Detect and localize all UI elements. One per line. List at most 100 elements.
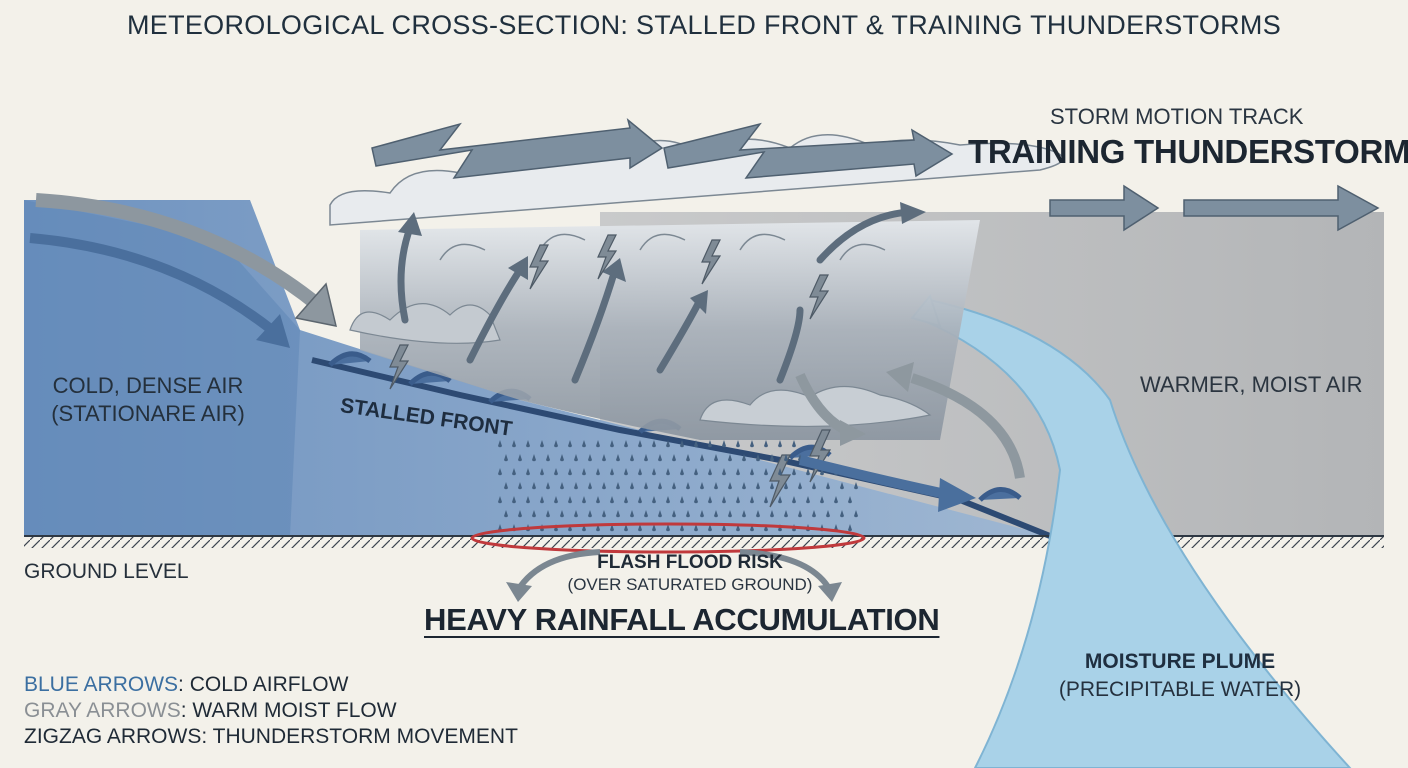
rain-drop — [680, 524, 684, 532]
rain-drop — [616, 454, 620, 462]
rain-drop — [568, 440, 572, 448]
rain-drop — [792, 468, 796, 476]
rain-drop — [568, 524, 572, 532]
rain-drop — [498, 468, 502, 476]
rain-drop — [602, 482, 606, 490]
training-thunderstorms-label: TRAINING THUNDERSTORMS — [968, 133, 1408, 170]
rain-drop — [602, 510, 606, 518]
rain-drop — [588, 510, 592, 518]
rain-drop — [532, 510, 536, 518]
rain-drop — [736, 496, 740, 504]
flash-flood-sublabel: (OVER SATURATED GROUND) — [567, 575, 813, 594]
rain-drop — [784, 510, 788, 518]
rain-drop — [694, 440, 698, 448]
rain-drop — [764, 496, 768, 504]
rain-drop — [784, 482, 788, 490]
rain-drop — [714, 454, 718, 462]
rain-drop — [652, 468, 656, 476]
rain-drop — [624, 496, 628, 504]
rain-drop — [736, 468, 740, 476]
rain-drop — [574, 454, 578, 462]
rain-drop — [666, 440, 670, 448]
rain-drop — [672, 482, 676, 490]
cold-air-line2: (STATIONARE AIR) — [51, 401, 245, 426]
rain-drop — [596, 468, 600, 476]
moisture-plume-label: MOISTURE PLUME — [1084, 650, 1276, 673]
rain-drop — [854, 510, 858, 518]
rain-drop — [616, 482, 620, 490]
rain-drop — [652, 440, 656, 448]
rain-drop — [666, 496, 670, 504]
rain-drop — [792, 496, 796, 504]
rain-drop — [658, 510, 662, 518]
rain-drop — [540, 440, 544, 448]
rain-drop — [778, 440, 782, 448]
rain-drop — [658, 454, 662, 462]
rain-drop — [834, 496, 838, 504]
legend-item-blue: BLUE ARROWS: COLD AIRFLOW — [24, 673, 348, 697]
rain-drop — [778, 468, 782, 476]
rain-drop — [798, 482, 802, 490]
rain-drop — [784, 454, 788, 462]
rain-drop — [602, 454, 606, 462]
legend-desc: : WARM MOIST FLOW — [180, 699, 397, 722]
rain-drop — [736, 440, 740, 448]
rain-drop — [498, 440, 502, 448]
rain-drop — [610, 524, 614, 532]
rain-drop — [686, 454, 690, 462]
zigzag-motion-arrows — [371, 117, 1380, 232]
rain-drop — [750, 468, 754, 476]
rain-drop — [848, 524, 852, 532]
rain-drop — [546, 510, 550, 518]
rain-drop — [680, 496, 684, 504]
rain-drop — [644, 482, 648, 490]
rain-drop — [512, 496, 516, 504]
rain-drop — [750, 496, 754, 504]
rain-drop — [672, 510, 676, 518]
rain-drop — [826, 482, 830, 490]
legend-desc: : THUNDERSTORM MOVEMENT — [201, 725, 518, 748]
rain-drop — [714, 510, 718, 518]
rain-drop — [532, 454, 536, 462]
rain-drop — [756, 510, 760, 518]
rain-drop — [568, 468, 572, 476]
rain-drop — [700, 482, 704, 490]
rain-drop — [770, 454, 774, 462]
cold-air-line1: COLD, DENSE AIR — [52, 373, 244, 398]
rain-drop — [680, 440, 684, 448]
rain-drop — [574, 482, 578, 490]
rain-drop — [560, 510, 564, 518]
rain-drop — [848, 496, 852, 504]
runoff-arrows — [515, 549, 833, 592]
rain-drop — [546, 482, 550, 490]
rain-drop — [700, 454, 704, 462]
legend-key: BLUE ARROWS — [24, 673, 179, 696]
rain-drop — [596, 496, 600, 504]
moisture-plume-sublabel: (PRECIPITABLE WATER) — [1058, 678, 1302, 701]
rain-drop — [736, 524, 740, 532]
rain-drop — [840, 482, 844, 490]
rain-drop — [806, 468, 810, 476]
rain-drop — [610, 468, 614, 476]
rain-drop — [624, 468, 628, 476]
rain-drop — [666, 524, 670, 532]
rain-drop — [588, 454, 592, 462]
rain-drop — [624, 440, 628, 448]
legend-item-gray: GRAY ARROWS: WARM MOIST FLOW — [24, 699, 397, 723]
rain-drop — [756, 482, 760, 490]
storm-motion-subtitle: STORM MOTION TRACK — [1050, 104, 1304, 129]
rain-drop — [560, 454, 564, 462]
ground-hatch — [24, 536, 1384, 548]
rain-drop — [770, 510, 774, 518]
rain-drop — [666, 468, 670, 476]
rain-drop — [526, 468, 530, 476]
rain-drop — [504, 454, 508, 462]
rain-drop — [812, 482, 816, 490]
rain-drop — [644, 454, 648, 462]
rain-drop — [554, 468, 558, 476]
rain-drop — [764, 524, 768, 532]
flash-flood-ring — [470, 522, 866, 554]
rain-drop — [742, 482, 746, 490]
rain-drop — [540, 468, 544, 476]
rain-drop — [722, 524, 726, 532]
